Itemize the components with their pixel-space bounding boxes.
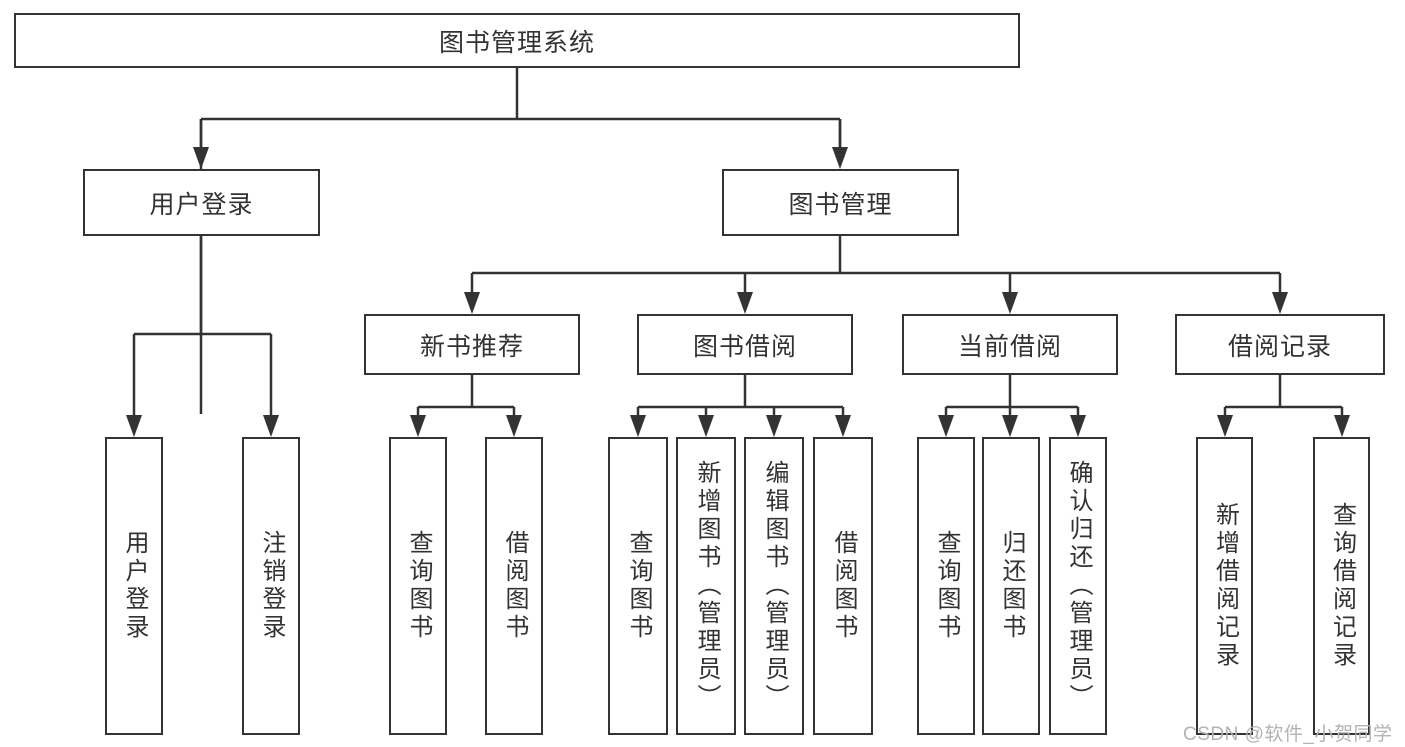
leaf-borrow-edit-books-admin: 编辑图书（管理员）	[744, 437, 804, 735]
arrowhead	[698, 415, 714, 437]
node-root: 图书管理系统	[14, 13, 1020, 68]
arrowhead	[464, 292, 480, 314]
node-book-borrowing-label: 图书借阅	[692, 332, 797, 361]
leaf-records-query-record-label: 查询借阅记录	[1328, 502, 1356, 670]
node-current-borrowing: 当前借阅	[902, 314, 1118, 375]
node-user-login: 用户登录	[83, 169, 320, 236]
connector-current-to-leaves	[944, 375, 1080, 416]
leaf-current-query-books-label: 查询图书	[933, 530, 960, 642]
leaf-current-confirm-return-admin-label: 确认归还（管理员）	[1065, 460, 1092, 712]
leaf-current-return-books-label: 归还图书	[998, 530, 1025, 642]
connector-login-to-leaves	[132, 236, 273, 416]
connector-root-to-level2	[199, 68, 842, 414]
connector-records-to-leaves	[1223, 375, 1344, 416]
node-new-book-recommend: 新书推荐	[364, 314, 580, 375]
leaf-borrow-add-books-admin-label: 新增图书（管理员）	[693, 460, 720, 712]
leaf-current-return-books: 归还图书	[982, 437, 1040, 735]
leaf-borrow-query-books: 查询图书	[608, 437, 668, 735]
leaf-logout: 注销登录	[242, 437, 300, 735]
leaf-borrow-query-books-label: 查询图书	[625, 530, 652, 642]
arrowhead	[835, 415, 851, 437]
leaf-user-login: 用户登录	[105, 437, 163, 735]
arrowhead	[506, 415, 522, 437]
arrowhead	[630, 415, 646, 437]
node-borrowing-records-label: 借阅记录	[1227, 332, 1332, 361]
arrowhead	[1334, 415, 1350, 437]
leaf-borrow-add-books-admin: 新增图书（管理员）	[676, 437, 736, 735]
leaf-recommend-query-books: 查询图书	[389, 437, 447, 735]
connector-borrow-to-leaves	[636, 375, 845, 416]
node-book-borrowing: 图书借阅	[637, 314, 853, 375]
arrowhead	[1002, 292, 1018, 314]
leaf-logout-label: 注销登录	[258, 530, 285, 642]
csdn-watermark: CSDN @软件_小贺同学	[1183, 724, 1393, 745]
leaf-recommend-borrow-books-label: 借阅图书	[501, 530, 528, 642]
node-new-book-recommend-label: 新书推荐	[419, 332, 524, 361]
arrowhead	[126, 415, 142, 437]
arrowhead	[832, 147, 848, 169]
leaf-borrow-borrow-books: 借阅图书	[813, 437, 873, 735]
node-user-login-label: 用户登录	[149, 190, 254, 219]
connector-strokes	[132, 68, 1344, 416]
arrowhead	[1217, 415, 1233, 437]
leaf-current-query-books: 查询图书	[917, 437, 975, 735]
leaf-recommend-query-books-label: 查询图书	[405, 530, 432, 642]
node-borrowing-records: 借阅记录	[1175, 314, 1385, 375]
connector-recommend-to-leaves	[416, 375, 516, 416]
arrowhead	[1070, 415, 1086, 437]
arrowhead	[737, 292, 753, 314]
arrowhead	[410, 415, 426, 437]
arrowhead	[1002, 415, 1018, 437]
node-book-management: 图书管理	[722, 169, 959, 236]
arrowhead	[766, 415, 782, 437]
node-root-label: 图书管理系统	[438, 28, 595, 57]
leaf-borrow-borrow-books-label: 借阅图书	[830, 530, 857, 642]
arrowhead	[938, 415, 954, 437]
node-current-borrowing-label: 当前借阅	[957, 332, 1062, 361]
leaf-records-add-record-label: 新增借阅记录	[1211, 502, 1239, 670]
leaf-records-add-record: 新增借阅记录	[1196, 437, 1253, 735]
node-book-management-label: 图书管理	[788, 190, 893, 219]
connector-arrowheads	[126, 147, 1350, 437]
leaf-user-login-label: 用户登录	[121, 530, 148, 642]
leaf-current-confirm-return-admin: 确认归还（管理员）	[1049, 437, 1107, 735]
arrowhead	[193, 147, 209, 169]
arrowhead	[1272, 292, 1288, 314]
leaf-recommend-borrow-books: 借阅图书	[485, 437, 543, 735]
leaf-borrow-edit-books-admin-label: 编辑图书（管理员）	[761, 460, 788, 712]
arrowhead	[263, 415, 279, 437]
connector-root-stubs	[199, 119, 842, 148]
connector-mgmt-to-level3	[470, 236, 1282, 294]
leaf-records-query-record: 查询借阅记录	[1313, 437, 1370, 735]
